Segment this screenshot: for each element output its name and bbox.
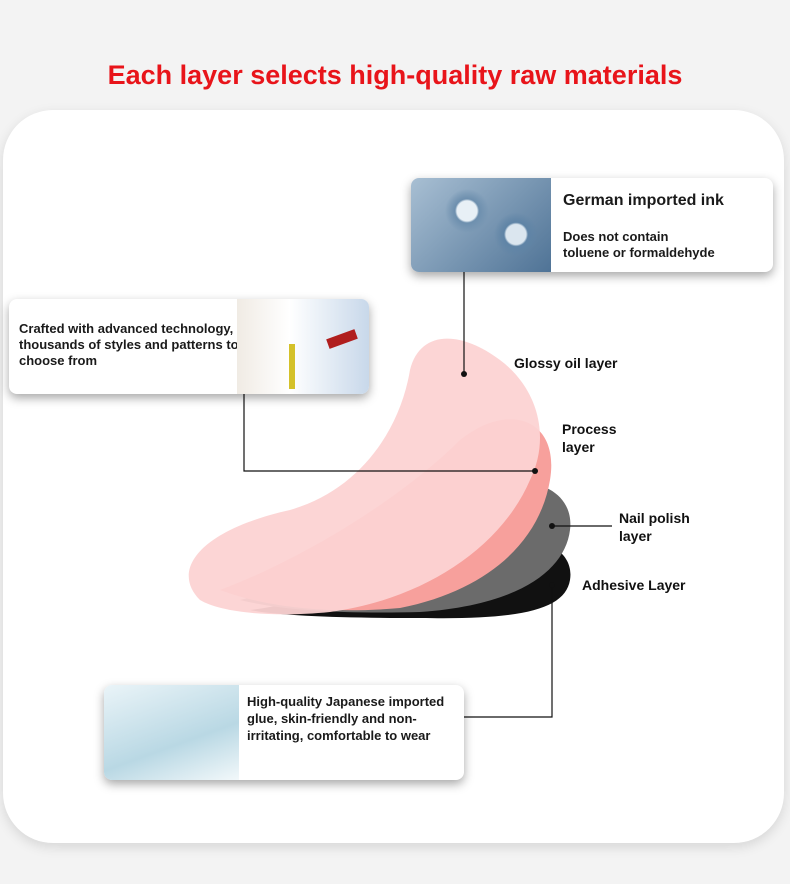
tech-card: Crafted with advanced technology, thousa… <box>9 299 369 394</box>
page-title: Each layer selects high-quality raw mate… <box>107 60 683 90</box>
adhesive-label: Adhesive Layer <box>582 577 686 593</box>
ink-line2: toluene or formaldehyde <box>563 245 715 260</box>
ink-heading: German imported ink <box>563 192 724 209</box>
glossy-oil-label: Glossy oil layer <box>514 355 618 371</box>
tech-text: Crafted with advanced technology, thousa… <box>19 321 239 368</box>
lab-image <box>237 299 369 394</box>
ink-line1: Does not contain <box>563 229 669 244</box>
ink-card: German imported ink Does not contain tol… <box>411 178 773 272</box>
nail-polish-label: Nail polish layer <box>619 510 690 544</box>
glue-text: High-quality Japanese imported glue, ski… <box>247 694 445 743</box>
glossy-oil-layer-shape <box>188 338 540 615</box>
molecule-image <box>411 178 551 272</box>
gel-image <box>104 685 239 780</box>
glue-card: High-quality Japanese imported glue, ski… <box>104 685 464 780</box>
process-label: Process layer <box>562 421 617 455</box>
